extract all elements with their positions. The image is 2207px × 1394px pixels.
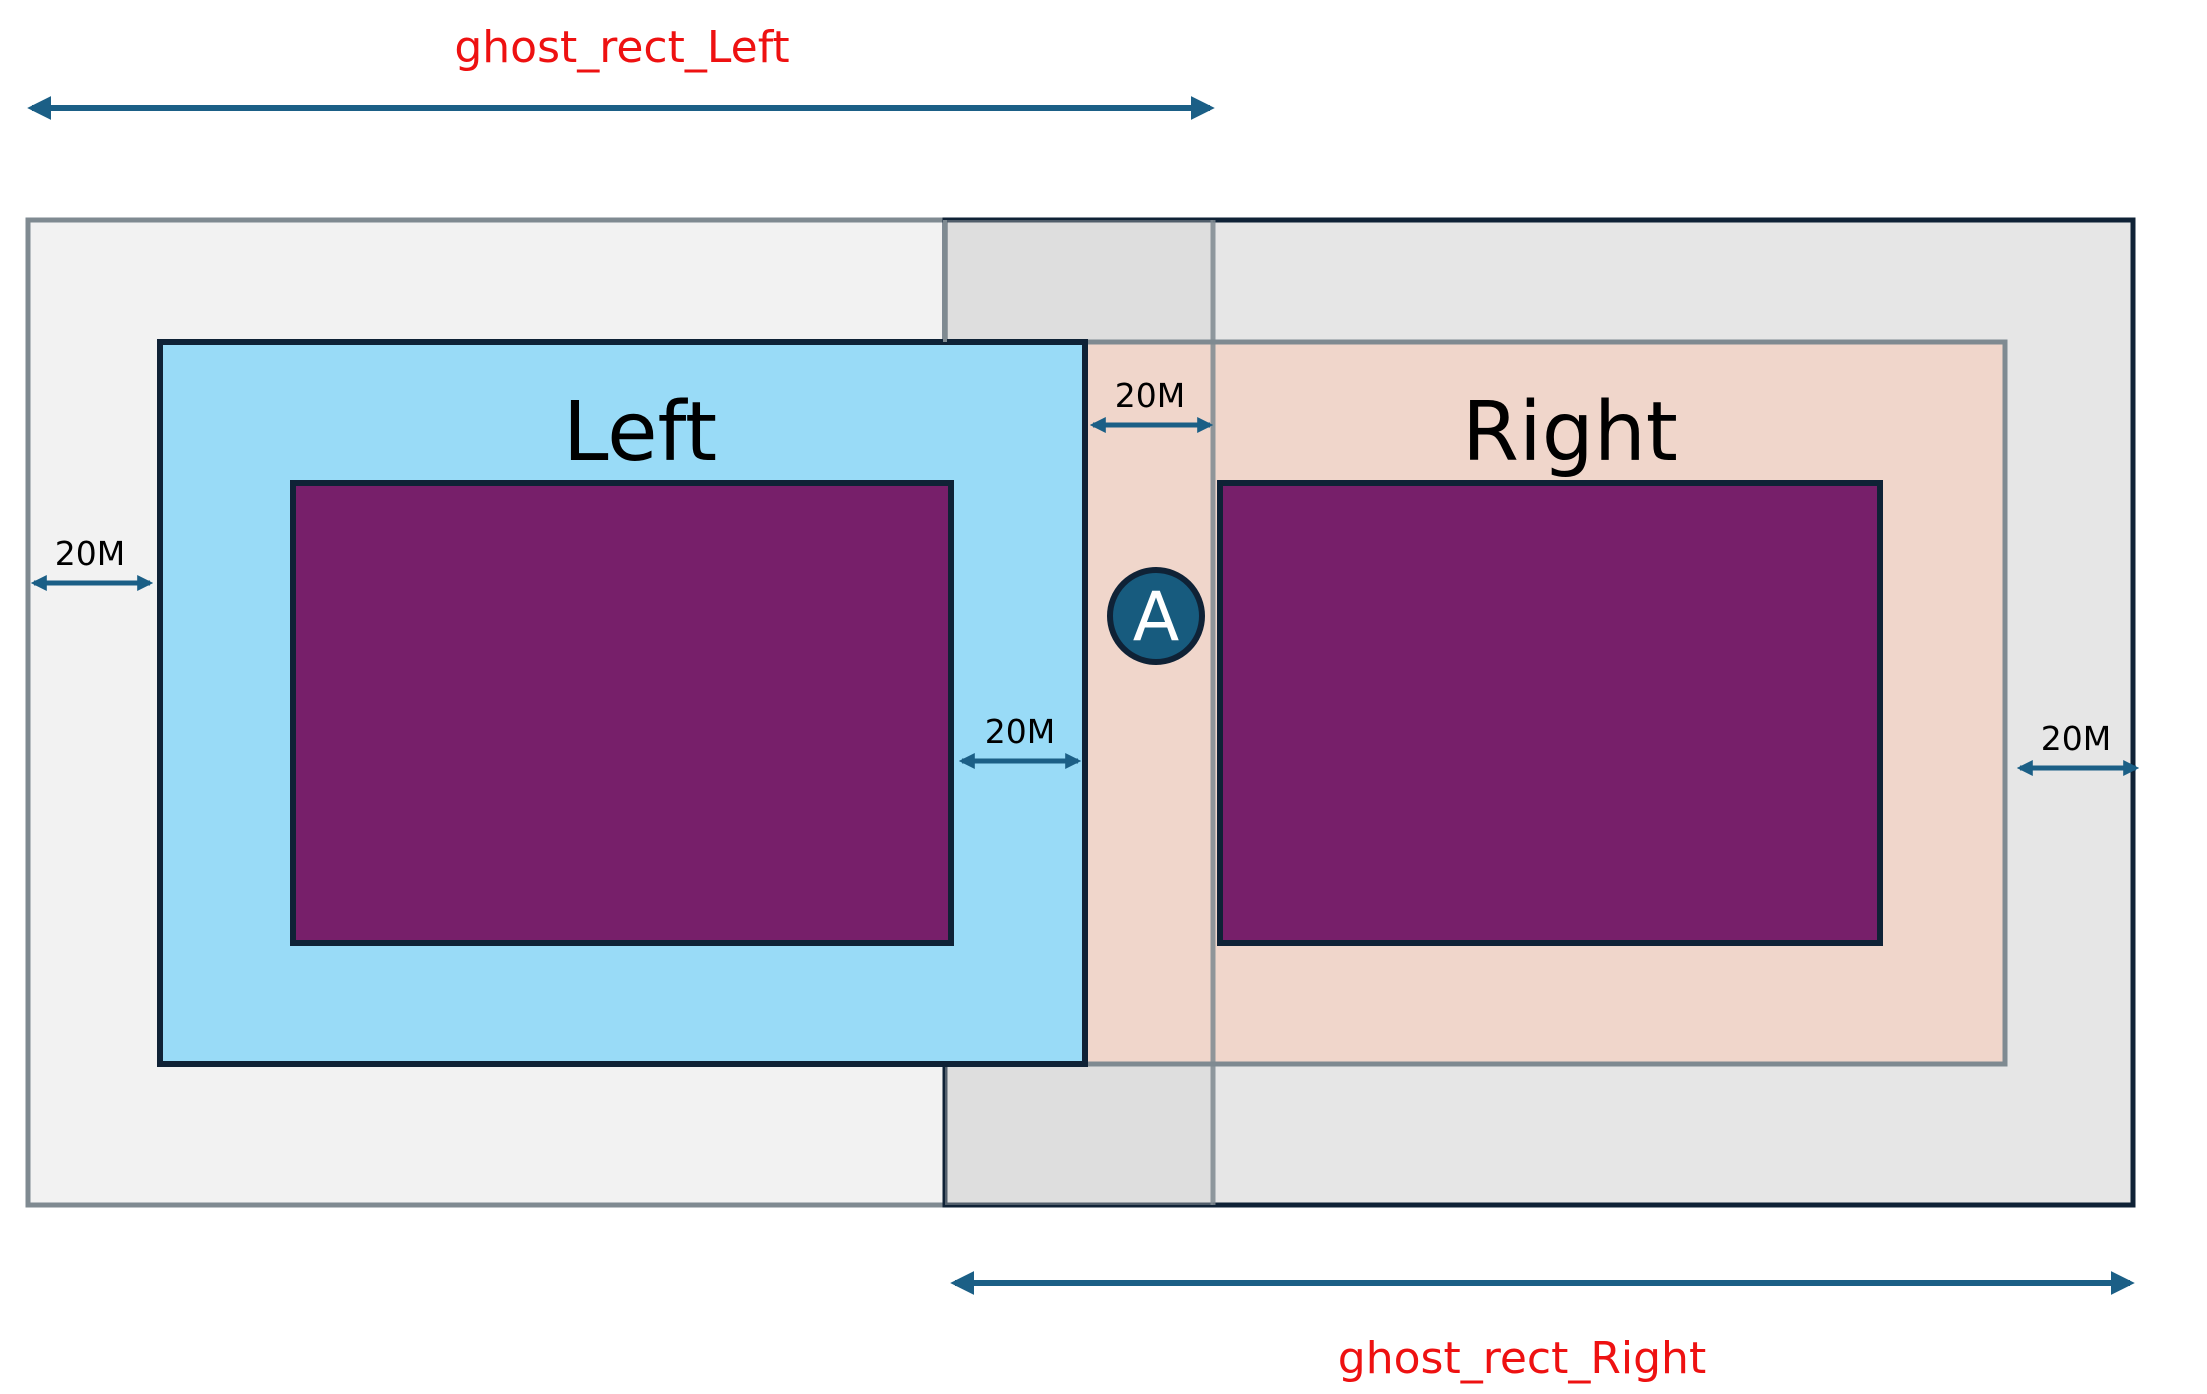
- marker-a-label: A: [1133, 578, 1180, 657]
- dim-label-inner-left: 20M: [985, 712, 1055, 751]
- dim-label-outer-left: 20M: [55, 534, 125, 573]
- dim-label-gap: 20M: [1115, 376, 1185, 415]
- ghost-left-label: ghost_rect_Left: [454, 22, 789, 73]
- right-box-title: Right: [1462, 385, 1678, 480]
- left-content-rect: [290, 480, 954, 946]
- dim-label-outer-right: 20M: [2041, 719, 2111, 758]
- right-content-rect: [1217, 480, 1883, 946]
- left-box-title: Left: [563, 385, 717, 480]
- ghost-right-label: ghost_rect_Right: [1338, 1333, 1706, 1384]
- marker-a-circle: [1107, 567, 1205, 665]
